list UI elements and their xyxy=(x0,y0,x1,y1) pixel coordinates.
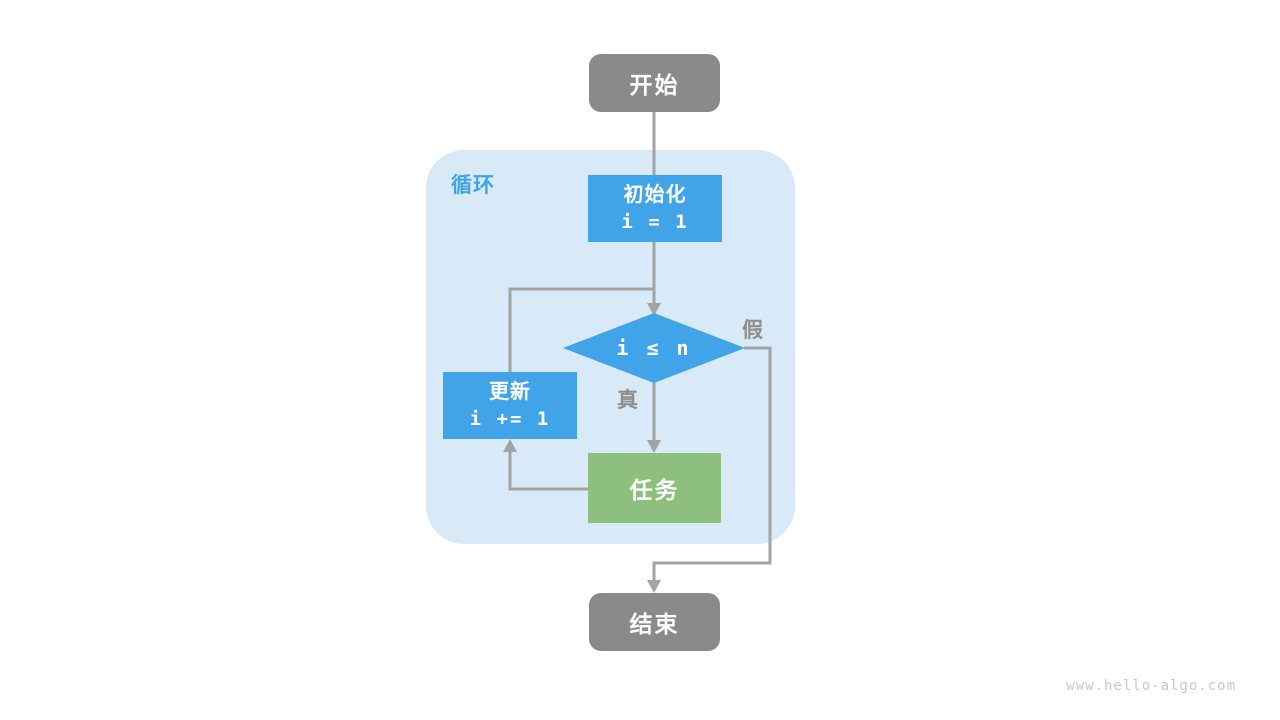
start-node-label: 开始 xyxy=(629,72,680,98)
condition-code: i ≤ n xyxy=(616,336,692,360)
arrowhead-into-update xyxy=(503,439,517,452)
task-box-label: 任务 xyxy=(629,477,680,503)
end-node-label: 结束 xyxy=(629,611,680,637)
arrowhead-into-task xyxy=(647,440,661,453)
init-box: 初始化 i = 1 xyxy=(588,175,722,242)
edge-condition-to-end xyxy=(647,346,772,593)
edge-update-to-condition xyxy=(508,287,654,373)
false-edge-label: 假 xyxy=(742,319,763,342)
true-edge-label: 真 xyxy=(617,389,638,412)
watermark: www.hello-algo.com xyxy=(1066,678,1236,694)
init-box-code: i = 1 xyxy=(621,211,689,233)
loop-label: 循环 xyxy=(451,174,495,197)
arrowhead-into-condition xyxy=(647,303,661,316)
edge-task-to-update xyxy=(503,439,589,491)
update-box-title: 更新 xyxy=(489,381,531,403)
start-node: 开始 xyxy=(589,54,720,112)
init-box-title: 初始化 xyxy=(623,184,687,206)
end-node: 结束 xyxy=(589,593,720,651)
task-box: 任务 xyxy=(588,453,721,523)
update-box: 更新 i += 1 xyxy=(443,372,577,439)
arrowhead-into-end xyxy=(647,580,661,593)
update-box-code: i += 1 xyxy=(469,408,551,430)
edge-condition-to-task xyxy=(647,382,661,453)
